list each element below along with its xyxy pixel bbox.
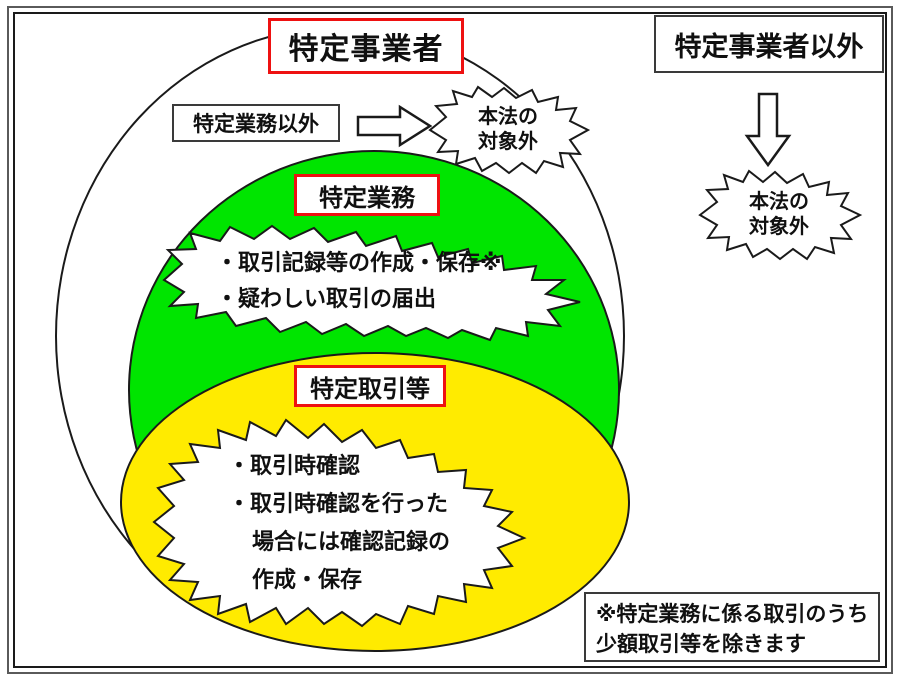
label-specified-operator: 特定事業者: [268, 18, 464, 74]
label-specified-business: 特定業務: [294, 174, 440, 216]
callout-specified-business-duties: ・取引記録等の作成・保存※ ・疑わしい取引の届出: [160, 222, 588, 342]
label-non-specified-operator: 特定事業者以外: [654, 15, 884, 73]
label-specified-operator-text: 特定事業者: [288, 33, 444, 66]
label-specified-business-text: 特定業務: [319, 184, 415, 212]
label-non-specified-business: 特定業務以外: [172, 104, 340, 142]
right-block-arrow-icon: [356, 104, 433, 148]
footnote-box: ※特定業務に係る取引のうち 少額取引等を除きます: [584, 592, 880, 662]
label-non-specified-operator-text: 特定事業者以外: [674, 31, 864, 62]
footnote-line-1: ※特定業務に係る取引のうち: [596, 603, 869, 626]
callout-out-of-scope-left: 本法の 対象外: [424, 84, 592, 176]
callout-specified-transaction-duties: ・取引時確認 ・取引時確認を行った 場合には確認記録の 作成・保存: [150, 418, 550, 628]
down-block-arrow-icon: [744, 92, 792, 168]
label-non-specified-business-text: 特定業務以外: [193, 113, 319, 136]
callout-out-of-scope-right: 本法の 対象外: [694, 168, 864, 262]
label-specified-transaction-text: 特定取引等: [310, 375, 430, 403]
footnote-line-2: 少額取引等を除きます: [596, 633, 806, 656]
label-specified-transaction: 特定取引等: [294, 365, 446, 407]
